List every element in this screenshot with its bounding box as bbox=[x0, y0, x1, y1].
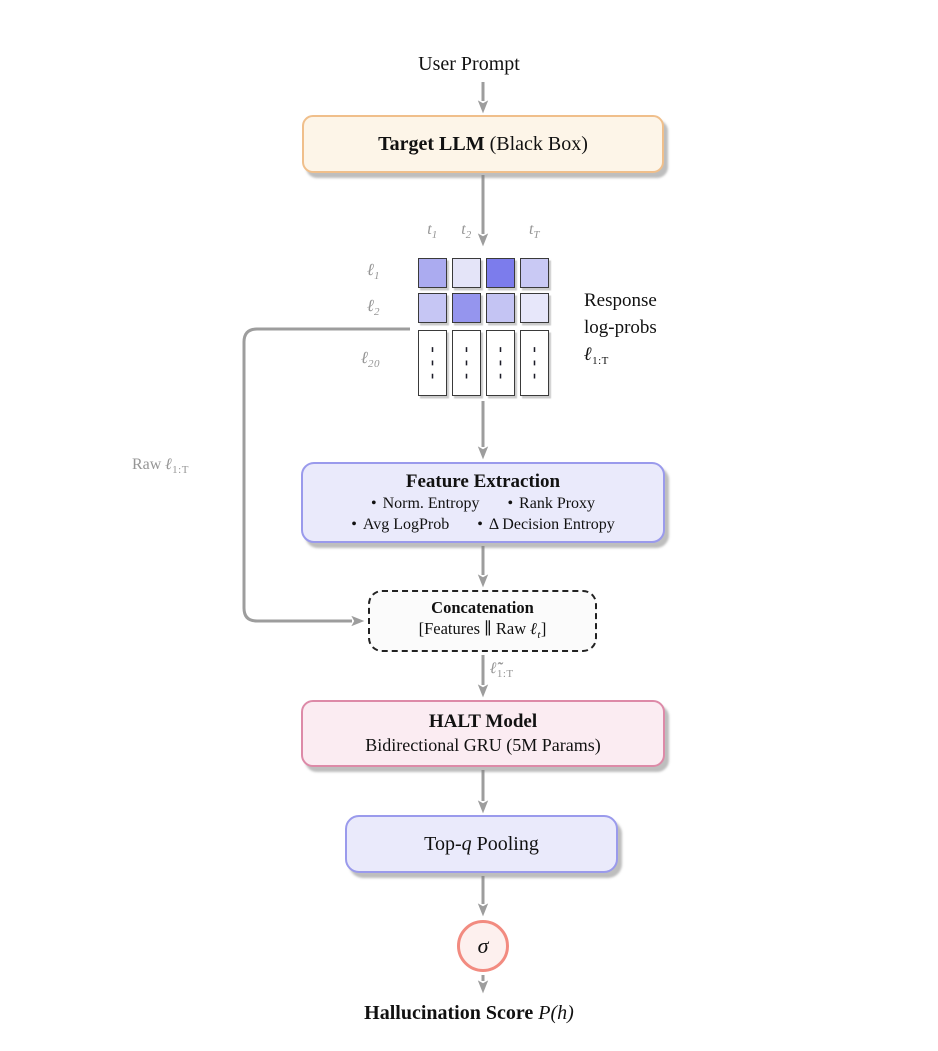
logprob-cell bbox=[452, 293, 481, 323]
logprob-ellipsis-cell: ⋮ bbox=[486, 330, 515, 396]
topq-pooling-label: Top-q Pooling bbox=[424, 832, 539, 855]
feature-bullet-norm-entropy: •Norm. Entropy bbox=[370, 494, 480, 512]
logprob-cell bbox=[486, 258, 515, 288]
col-label-tT: tT bbox=[528, 221, 541, 241]
feature-extraction-title: Feature Extraction bbox=[405, 470, 561, 492]
vertical-ellipsis: ⋮ bbox=[527, 338, 542, 386]
logprob-cell bbox=[418, 258, 447, 288]
halt-model-box: HALT Model Bidirectional GRU (5M Params) bbox=[301, 700, 665, 767]
halt-model-title: HALT Model bbox=[428, 711, 538, 732]
logprob-cell bbox=[520, 293, 549, 323]
user-prompt-label: User Prompt bbox=[418, 53, 520, 75]
feature-extraction-box: Feature Extraction •Norm. Entropy •Rank … bbox=[301, 462, 665, 543]
logprob-ellipsis-cell: ⋮ bbox=[452, 330, 481, 396]
vertical-ellipsis: ⋮ bbox=[493, 338, 508, 386]
feature-bullet-rank-proxy: •Rank Proxy bbox=[507, 494, 596, 512]
sigmoid-node: σ bbox=[457, 920, 509, 972]
logprob-cell bbox=[452, 258, 481, 288]
vertical-ellipsis: ⋮ bbox=[459, 338, 474, 386]
concatenation-formula: [Features ∥ Raw ℓt] bbox=[418, 618, 547, 641]
tilde-logprobs-label: ℓ̃1:T bbox=[490, 660, 514, 680]
matrix-col-labels: t1 t2 tT bbox=[418, 219, 549, 241]
topq-pooling-box: Top-q Pooling bbox=[345, 815, 618, 873]
matrix-row-dots: ⋮ ⋮ ⋮ ⋮ bbox=[418, 330, 549, 396]
raw-logprobs-label: Raw ℓ1:T bbox=[132, 456, 189, 476]
feature-bullet-avg-logprob: •Avg LogProb bbox=[351, 515, 450, 533]
logprob-ellipsis-cell: ⋮ bbox=[418, 330, 447, 396]
concatenation-box: Concatenation [Features ∥ Raw ℓt] bbox=[368, 590, 597, 652]
vertical-ellipsis: ⋮ bbox=[425, 338, 440, 386]
feature-bullet-row-1: •Norm. Entropy •Rank Proxy bbox=[371, 493, 595, 514]
logprob-ellipsis-cell: ⋮ bbox=[520, 330, 549, 396]
matrix-row-2 bbox=[418, 293, 549, 323]
sigma-symbol: σ bbox=[477, 933, 489, 958]
logprob-cell bbox=[520, 258, 549, 288]
feature-bullet-delta-entropy: •Δ Decision Entropy bbox=[477, 515, 615, 533]
target-llm-box: Target LLM (Black Box) bbox=[302, 115, 664, 173]
halt-model-subtitle: Bidirectional GRU (5M Params) bbox=[365, 735, 601, 755]
logprob-cell bbox=[418, 293, 447, 323]
hallucination-score-label: Hallucination Score P(h) bbox=[364, 1002, 574, 1024]
feature-bullet-row-2: •Avg LogProb •Δ Decision Entropy bbox=[351, 514, 614, 535]
matrix-row-1 bbox=[418, 258, 549, 288]
col-label-t1: t1 bbox=[427, 221, 438, 241]
row-label-l20: ℓ20 bbox=[360, 348, 380, 370]
row-label-l1: ℓ1 bbox=[366, 260, 380, 282]
concatenation-title: Concatenation bbox=[431, 597, 534, 617]
raw-feedback-arrow bbox=[242, 327, 410, 627]
target-llm-title: Target LLM (Black Box) bbox=[378, 132, 588, 155]
col-label-t2: t2 bbox=[461, 221, 472, 241]
row-label-l2: ℓ2 bbox=[366, 296, 380, 318]
col-label-gap bbox=[486, 219, 515, 246]
response-logprobs-label: Response log-probs ℓ1:T bbox=[584, 290, 657, 367]
logprob-cell bbox=[486, 293, 515, 323]
